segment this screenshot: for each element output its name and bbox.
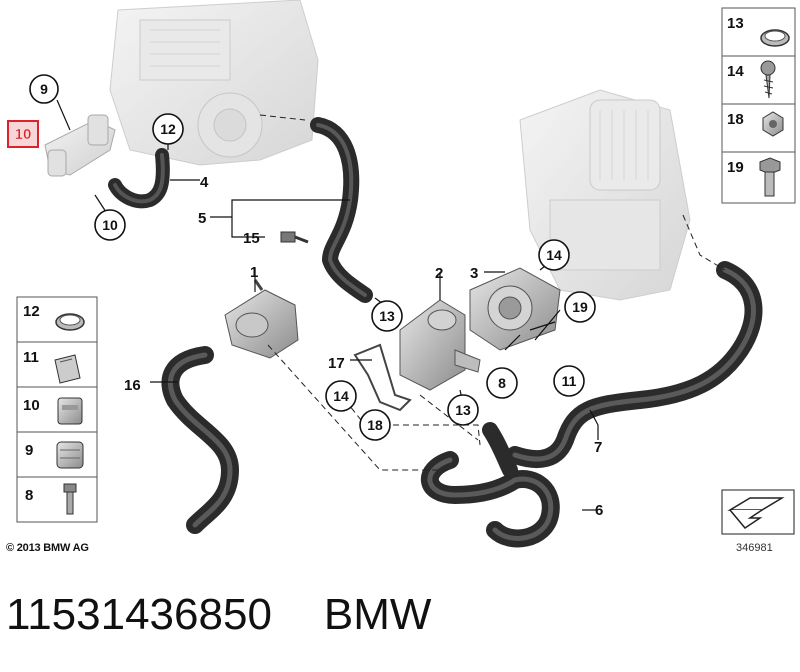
pump-housing <box>469 267 561 351</box>
coolant-hoses <box>108 117 763 548</box>
electric-water-pump <box>224 279 299 359</box>
bolt-icon <box>63 483 77 515</box>
callout-11: 11 <box>553 365 585 397</box>
filter-housing-illustration <box>519 89 691 301</box>
svg-text:11: 11 <box>562 373 577 389</box>
mounting-bracket <box>353 343 412 412</box>
right-legend-13: 13 <box>727 15 744 32</box>
callout-5: 5 <box>198 210 206 227</box>
left-legend-12: 12 <box>23 303 40 320</box>
svg-text:9: 9 <box>40 81 48 97</box>
right-legend-19: 19 <box>727 159 744 176</box>
plain-callouts: 1 2 3 4 5 6 7 15 16 17 <box>124 174 603 519</box>
circled-callouts: 9 10 10 12 14 19 13 14 <box>7 74 596 441</box>
nut-icon <box>762 111 784 137</box>
callout-15: 15 <box>243 230 260 247</box>
callout-10-highlighted: 10 <box>7 120 39 148</box>
callout-4: 4 <box>200 174 209 191</box>
brand-name: BMW <box>323 590 432 639</box>
screw-icon <box>760 60 776 99</box>
parts-diagram: 1 2 3 4 5 6 7 15 16 17 9 10 10 12 14 <box>7 0 796 548</box>
callout-10-lower: 10 <box>94 209 126 241</box>
svg-text:12: 12 <box>160 121 176 137</box>
callout-9: 9 <box>29 74 59 104</box>
part-number: 11531436850 <box>6 590 272 639</box>
hose-clamp-icon <box>55 313 85 331</box>
engine-block-illustration <box>109 0 319 166</box>
callout-8: 8 <box>486 367 518 399</box>
right-legend-14: 14 <box>727 63 744 80</box>
svg-text:13: 13 <box>455 402 471 418</box>
right-parts-legend: 13 14 18 19 <box>721 7 796 204</box>
reference-arrow-box <box>721 489 795 535</box>
callout-6: 6 <box>595 502 603 519</box>
callout-13-mid: 13 <box>371 300 403 332</box>
callout-18: 18 <box>359 409 391 441</box>
temperature-sensor <box>280 231 309 244</box>
svg-text:10: 10 <box>102 217 118 233</box>
callout-17: 17 <box>328 355 345 372</box>
left-legend-10: 10 <box>23 397 40 414</box>
clip-icon <box>54 354 81 384</box>
callout-14-top: 14 <box>538 239 570 271</box>
svg-text:8: 8 <box>498 375 506 391</box>
svg-text:13: 13 <box>379 308 395 324</box>
callout-1: 1 <box>250 264 258 281</box>
left-legend-9: 9 <box>25 442 33 459</box>
callout-13-lower: 13 <box>447 394 479 426</box>
left-parts-legend: 12 11 10 9 8 <box>16 296 98 523</box>
callout-14-lower: 14 <box>325 380 357 412</box>
callout-12: 12 <box>152 113 184 145</box>
right-legend-18: 18 <box>727 111 744 128</box>
hose-connector-assembly <box>44 114 116 177</box>
callout-7: 7 <box>594 439 602 456</box>
svg-text:10: 10 <box>15 126 32 143</box>
svg-text:19: 19 <box>572 299 588 315</box>
part-caption: 11531436850 BMW <box>6 590 483 640</box>
callout-2: 2 <box>435 265 443 282</box>
callout-3: 3 <box>470 265 478 282</box>
hex-bolt-icon <box>759 157 781 197</box>
callout-19: 19 <box>564 291 596 323</box>
left-legend-8: 8 <box>25 487 33 504</box>
svg-text:14: 14 <box>546 247 562 263</box>
dash-leader-lines <box>259 114 726 471</box>
left-legend-11: 11 <box>23 349 39 366</box>
diagram-reference-number: 346981 <box>736 542 773 554</box>
coupling-icon <box>56 441 84 469</box>
coolant-valve <box>399 299 481 391</box>
hose-clamp-icon-right <box>760 29 790 47</box>
svg-text:14: 14 <box>333 388 349 404</box>
connector-icon <box>57 397 83 425</box>
copyright-notice: © 2013 BMW AG <box>6 542 89 554</box>
callout-16: 16 <box>124 377 141 394</box>
svg-text:18: 18 <box>367 417 383 433</box>
